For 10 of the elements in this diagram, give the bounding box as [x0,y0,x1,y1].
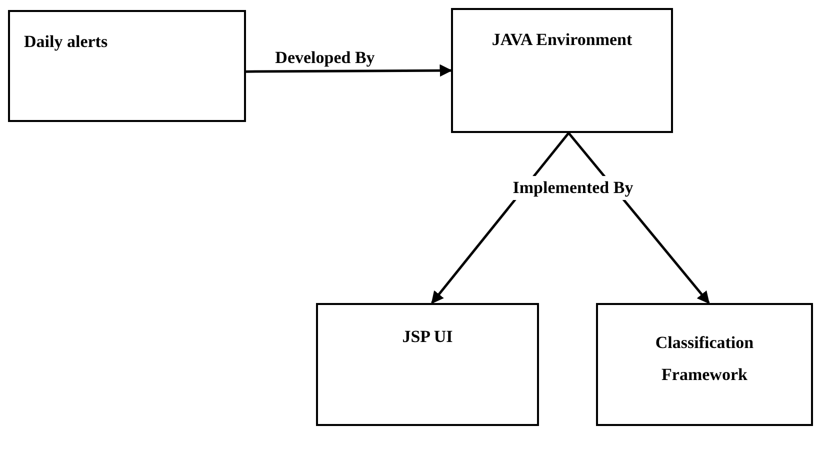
node-label: Daily alerts [23,32,109,52]
arrow [246,64,452,77]
node-label: JAVA Environment [490,30,634,50]
node-label: Classification Framework [654,332,755,386]
node-label: JSP UI [401,327,454,347]
process-box [316,303,539,426]
process-box [596,303,813,426]
edge-label: Developed By [274,47,376,69]
process-box [451,8,673,133]
process-box [8,10,246,122]
